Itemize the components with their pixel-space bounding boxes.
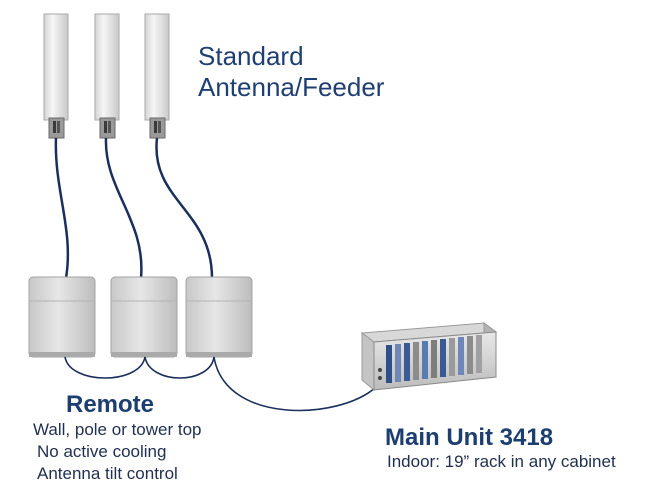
antenna-feeder-title-line1: Standard xyxy=(198,41,304,71)
antenna-feeder-title-line2: Antenna/Feeder xyxy=(198,72,385,102)
main-unit-title: Main Unit 3418 xyxy=(385,424,554,451)
remote-unit-2 xyxy=(110,276,178,358)
remote-title: Remote xyxy=(66,391,155,418)
main-unit-desc: Indoor: 19” rack in any cabinet xyxy=(387,452,616,471)
remote-desc-line2: No active cooling xyxy=(37,442,167,461)
antenna-3 xyxy=(144,13,170,139)
antenna-2 xyxy=(94,13,120,139)
remote-desc-line1: Wall, pole or tower top xyxy=(33,420,202,439)
feeder-cable-1 xyxy=(54,137,70,279)
remote-unit-3 xyxy=(185,276,253,358)
antenna-1 xyxy=(43,13,69,139)
feeder-cable-2 xyxy=(104,137,143,279)
main-unit-rack xyxy=(360,322,498,392)
remote-desc-line3: Antenna tilt control xyxy=(37,464,178,483)
feeder-cable-3 xyxy=(155,137,214,279)
remote-link-cable xyxy=(64,356,215,379)
remote-unit-1 xyxy=(28,276,96,358)
main-link-cable xyxy=(213,356,377,412)
